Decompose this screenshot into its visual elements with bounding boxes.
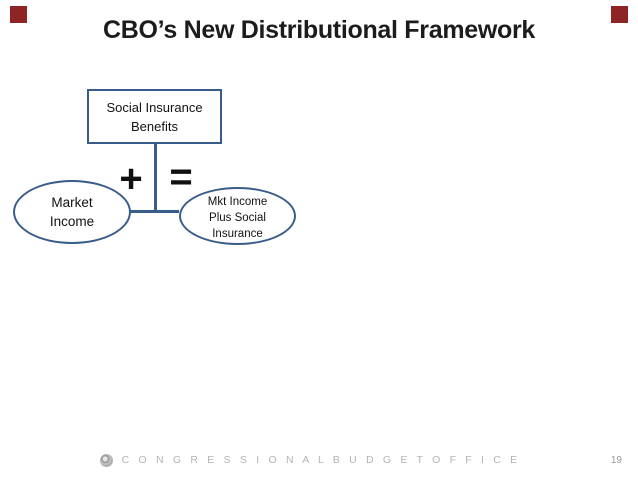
market-income-line2: Income bbox=[49, 214, 95, 229]
footer: C O N G R E S S I O N A L B U D G E T O … bbox=[0, 452, 629, 468]
box-label-line2: Benefits bbox=[131, 119, 178, 134]
equals-operator: = bbox=[169, 155, 193, 199]
connector-vertical-line bbox=[154, 143, 157, 211]
footer-org-name: C O N G R E S S I O N A L B U D G E T O … bbox=[121, 454, 521, 466]
connector-horizontal-line bbox=[130, 210, 179, 213]
result-income-ellipse: Mkt Income Plus Social Insurance bbox=[179, 187, 296, 245]
page-title: CBO’s New Distributional Framework bbox=[102, 16, 535, 44]
market-income-ellipse: Market Income bbox=[13, 180, 131, 244]
corner-marker-left bbox=[10, 6, 27, 23]
social-insurance-benefits-box: Social Insurance Benefits bbox=[87, 89, 222, 144]
result-income-line3: Insurance bbox=[212, 228, 263, 240]
market-income-line1: Market bbox=[51, 195, 93, 210]
result-income-line1: Mkt Income bbox=[207, 196, 268, 208]
page-number: 19 bbox=[610, 455, 622, 466]
result-income-line2: Plus Social bbox=[209, 212, 266, 224]
cbo-logo-icon bbox=[99, 453, 113, 467]
box-label-line1: Social Insurance bbox=[106, 100, 203, 115]
plus-operator: + bbox=[119, 157, 143, 201]
corner-marker-right bbox=[611, 6, 628, 23]
